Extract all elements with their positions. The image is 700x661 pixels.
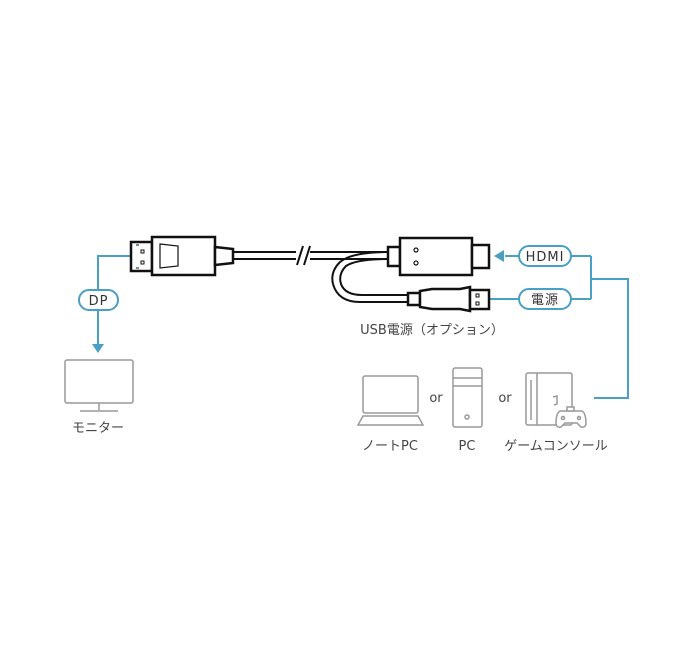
or-label-2: or xyxy=(498,391,512,406)
monitor-icon xyxy=(64,359,134,412)
dp-label: DP xyxy=(89,294,109,309)
usb-power-label: USB電源（オプション） xyxy=(360,323,504,338)
or-label-1: or xyxy=(429,391,443,406)
hdmi-label: HDMI xyxy=(526,250,565,265)
displayport-connector xyxy=(129,235,235,277)
dp-signal-path xyxy=(97,255,131,345)
monitor-label: モニター xyxy=(72,421,124,436)
cable-break-icon xyxy=(296,245,311,266)
dp-pill: DP xyxy=(78,289,119,311)
power-pill: 電源 xyxy=(518,288,572,310)
laptop-label: ノートPC xyxy=(362,439,418,454)
pc-label: PC xyxy=(459,439,476,454)
source-signal-path xyxy=(490,255,629,399)
usb-connector xyxy=(406,285,491,313)
console-label: ゲームコンソール xyxy=(504,439,608,454)
cable xyxy=(233,251,408,303)
game-console-icon xyxy=(525,372,573,426)
hdmi-connector xyxy=(386,236,491,277)
power-label: 電源 xyxy=(531,293,559,308)
laptop-icon xyxy=(356,375,425,426)
pc-tower-icon xyxy=(452,367,483,428)
hdmi-arrow-icon xyxy=(494,250,504,262)
controller-icon xyxy=(555,406,587,428)
dp-arrow-icon xyxy=(92,344,104,353)
hdmi-pill: HDMI xyxy=(518,245,572,267)
